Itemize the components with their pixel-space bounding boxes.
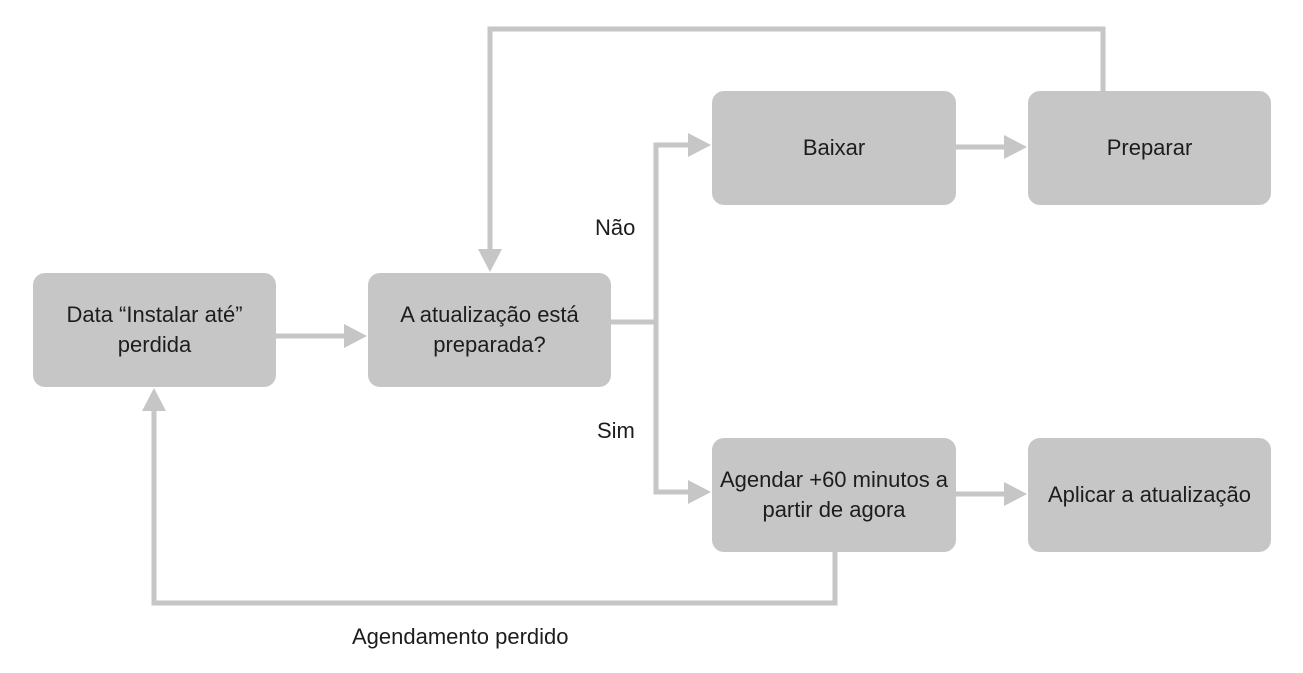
node-download-text: Baixar [802, 135, 866, 160]
node-deadline-missed: Data “Instalar até” perdida [33, 273, 276, 387]
arrowhead-to-download [688, 133, 711, 157]
arrowhead-to-prepared [344, 324, 367, 348]
arrowhead-loop-bottom [142, 388, 166, 411]
loop-schedule-missed [151, 409, 838, 606]
branch-vertical [653, 142, 692, 495]
node-apply-text: Aplicar a atualização [1047, 482, 1251, 507]
arrowhead-to-apply [1004, 482, 1027, 506]
node-schedule: Agendar +60 minutos a partir de agora [712, 438, 956, 552]
node-deadline-missed-text: Data “Instalar até” perdida [66, 302, 243, 357]
node-prepare-text: Preparar [1106, 135, 1193, 160]
arrowhead-loop-top [478, 249, 502, 272]
node-is-prepared: A atualização está preparada? [368, 273, 611, 387]
loop-prepare-to-prepared [487, 26, 1106, 251]
edge-label-no: Não [595, 215, 636, 240]
node-download: Baixar [712, 91, 956, 205]
node-is-prepared-text: A atualização está preparada? [400, 302, 579, 357]
node-schedule-text: Agendar +60 minutos a partir de agora [719, 467, 949, 522]
edge-label-yes: Sim [597, 418, 635, 443]
node-prepare: Preparar [1028, 91, 1271, 205]
node-apply: Aplicar a atualização [1028, 438, 1271, 552]
arrowhead-to-prepare [1004, 135, 1027, 159]
edge-label-schedule-missed: Agendamento perdido [352, 624, 569, 649]
arrowhead-to-schedule [688, 480, 711, 504]
